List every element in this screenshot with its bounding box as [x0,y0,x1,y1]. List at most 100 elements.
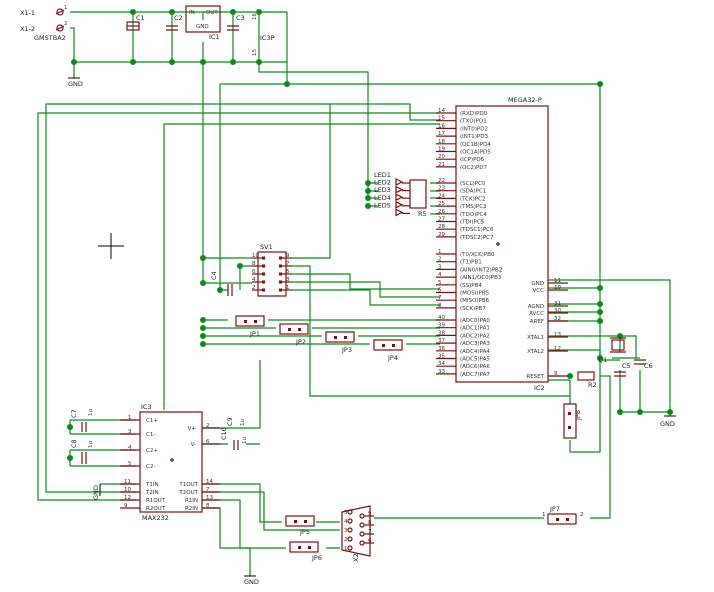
svg-text:16: 16 [252,13,258,20]
mega32-title: MEGA32-P [508,96,542,104]
x2-pin [347,536,353,542]
max232-pin-number: 8 [206,503,210,509]
mega32-pin-number: 19 [438,147,445,153]
svg-text:1u: 1u [242,437,248,444]
svg-text:GND: GND [68,80,83,88]
capacitor-c8: C8 1u [70,439,94,464]
svg-text:C2: C2 [174,14,183,22]
x2-pin-number: 7 [368,529,372,535]
max232-pin-number: 1 [128,415,132,421]
jumper-jp6: JP6 [289,541,322,562]
mega32-pin-number: 4 [438,272,442,278]
mega32-pin-number: 27 [438,217,445,223]
mega32-pin-number: 25 [438,201,445,207]
sv1-pin-number: 6 [252,269,256,275]
mega32-pin-label: (OC1B)PD4 [460,142,491,148]
sv1-pin [279,256,282,260]
mega32-pin-number: 37 [438,338,445,344]
mega32-pin-label: (SCL)PC0 [460,181,486,187]
sv1-pin-number: 2 [252,285,256,291]
sv1-pin [279,264,282,268]
mega32-chip: MEGA32-P IC2 14(RXD)PD015(TXD)PD116(INT0… [436,96,568,392]
svg-text:X2: X2 [352,553,360,562]
mega32-pin-label: (INT0)PD2 [460,126,488,132]
max232-pin-label: T2IN [145,490,159,496]
mega32-pin-label: (ICP)PD6 [460,157,485,163]
svg-text:C5: C5 [622,362,631,370]
svg-text:JP3: JP3 [341,346,352,354]
mega32-pin-label: (ADC4)PA4 [460,349,490,355]
mega32-pin-number: 36 [438,346,445,352]
mega32-pin-number: 30 [554,308,561,314]
sv1-pin-number: 9 [286,253,290,259]
mega32-pin-label: AREF [530,319,544,325]
mega32-pin-number: 14 [438,108,445,114]
mega32-pin-number: 21 [438,162,445,168]
svg-text:Q1: Q1 [598,356,607,364]
svg-text:2: 2 [64,21,68,27]
mega32-pin-label: (TOSC2)PC7 [460,235,494,241]
x1-connector: X1-1 X1-2 1 2 GMSTBA2 [20,5,68,42]
mega32-pin-label: (MOSI)PB5 [460,291,490,297]
capacitor-c6: C6 [634,359,653,370]
crystal-q1: Q1 [598,337,626,364]
x2-pin-number: 8 [368,520,372,526]
origin-crosshair [98,233,124,259]
svg-text:IC3P: IC3P [260,34,275,42]
wires [37,11,671,576]
mega32-pin-label: XTAL2 [527,349,544,355]
led-icon [395,208,404,217]
mega32-pin-number: 7 [438,295,442,301]
capacitor-c7: C7 1u [70,409,94,432]
max232-pin-number: 2 [206,423,210,429]
svg-text:JP8: JP8 [574,410,582,421]
led-label: LED1 [374,171,391,179]
mega32-pin-number: 22 [438,178,445,184]
svg-text:15: 15 [252,49,258,56]
mega32-pin-label: (TDO)PC4 [460,212,487,218]
max232-pin-label: R1IN [185,498,198,504]
sv1-pin-number: 5 [286,269,290,275]
x2-pin [347,518,353,524]
mega32-pin-number: 6 [438,288,442,294]
jumper-jp1: JP1 [235,315,265,338]
max232-pin-label: T1OUT [178,482,198,488]
sv1-pin [262,272,265,276]
svg-text:1u: 1u [88,441,94,448]
mega32-pin-label: (ADC0)PA0 [460,318,490,324]
svg-text:C8: C8 [70,439,78,448]
mega32-pin-label: (SS)PB4 [460,283,482,289]
mega32-pin-number: 12 [554,346,561,352]
svg-text:IC1: IC1 [209,33,220,41]
x2-pin-number: 1 [344,546,348,552]
led-icon [395,178,404,186]
mega32-pin-number: 18 [438,139,445,145]
svg-text:C6: C6 [644,362,653,370]
svg-text:C4: C4 [210,271,218,280]
mega32-pin-label: AVCC [529,311,544,317]
svg-text:GND: GND [196,24,209,30]
mega32-pin-number: 10 [554,285,561,291]
led-icon [395,193,404,202]
sv1-pin [279,280,282,284]
mega32-pin-label: (TMS)PC3 [460,204,487,210]
capacitor-c9: C9 1u [226,417,246,426]
svg-text:IN: IN [189,10,195,16]
mega32-pin-label: RESET [526,374,544,380]
mega32-pin-label: GND [531,281,544,287]
x2-pin-number: 4 [344,519,348,525]
max232-pin-number: 6 [206,439,210,445]
mega32-ref: IC2 [534,384,545,392]
mega32-pin-number: 34 [438,361,445,367]
mega32-pin-label: (RXD)PD0 [460,111,488,117]
svg-text:SV1: SV1 [260,243,273,251]
x1-model-label: GMSTBA2 [34,34,66,42]
max232-pin-label: R2IN [185,506,198,512]
mega32-pin-label: (TDI)PC5 [460,220,485,226]
mega32-pin-label: (ADC2)PA2 [460,333,490,339]
svg-text:2: 2 [580,512,584,518]
mega32-pin-number: 38 [438,330,445,336]
svg-text:JP1: JP1 [249,330,260,338]
max232-pin-number: 12 [124,495,131,501]
